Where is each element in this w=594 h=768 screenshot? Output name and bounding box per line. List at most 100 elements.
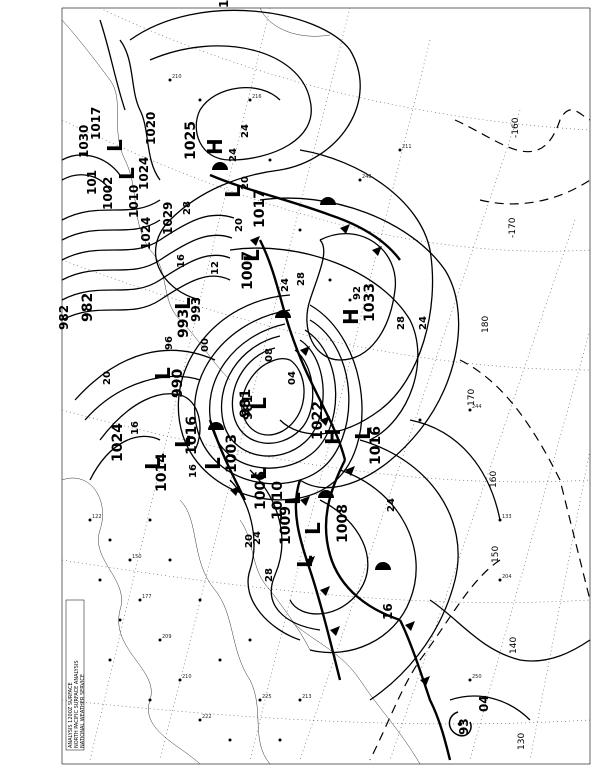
pressure-value: 1025: [183, 121, 199, 160]
thickness-label: 20: [240, 176, 251, 190]
longitude-label: 140: [509, 637, 519, 654]
warm-front-symbol: [212, 162, 228, 170]
low-pressure-center: L: [171, 297, 195, 310]
isobar-label: 1017: [89, 107, 103, 140]
low-pressure-center: L: [293, 555, 317, 568]
longitude-label: 160: [489, 471, 499, 488]
longitude-label: 180: [481, 316, 491, 333]
pressure-value: 1033: [362, 283, 378, 322]
svg-text:177: 177: [142, 594, 152, 600]
high-pressure-center: H: [321, 428, 345, 445]
pressure-value: 990: [170, 369, 186, 398]
isobars: [61, 9, 591, 721]
warm-front-symbol: [320, 197, 336, 205]
low-pressure-center: L: [151, 367, 175, 380]
fronts: [208, 173, 452, 761]
cold-front-symbol: [230, 486, 240, 496]
longitude-label: 130: [517, 733, 527, 750]
thickness-label: 92: [352, 286, 363, 300]
longitude-label: 150: [491, 546, 501, 563]
map-border: [61, 7, 591, 765]
isobar-label: 981: [241, 395, 255, 420]
pressure-value: 1008: [335, 504, 351, 543]
edge-label: 04: [477, 695, 491, 712]
svg-text:222: 222: [202, 714, 212, 720]
isobar-label: 1030: [77, 125, 91, 158]
edge-labels: 16 16 93 04: [217, 0, 491, 735]
svg-text:213: 213: [302, 694, 312, 700]
cold-front-symbol: [372, 246, 382, 256]
pressure-value: 1016: [368, 426, 384, 465]
warm-front-symbol: [275, 310, 291, 318]
thickness-label: 24: [418, 316, 429, 330]
cold-front-symbol: [305, 556, 315, 566]
pressure-value: 1007: [240, 251, 256, 290]
pressure-values: 1025 1033 1022 981 1008 1007 1017 1016 1…: [80, 121, 384, 545]
low-pressure-center: L: [141, 457, 165, 470]
isobar-label: 1010: [127, 185, 141, 218]
low-pressure-center: L: [103, 139, 127, 152]
isobar-label: 982: [57, 305, 71, 330]
low-pressure-center: L: [351, 427, 375, 440]
svg-text:122: 122: [92, 514, 102, 520]
cold-front-symbol: [320, 586, 330, 596]
svg-text:250: 250: [472, 674, 482, 680]
map-title: NORTH PACIFIC SURFACE ANALYSIS: [74, 661, 80, 749]
low-pressure-center: L: [171, 435, 195, 448]
isobar-label: 993: [189, 297, 203, 322]
thickness-label: 20: [102, 371, 113, 385]
isobar-label: 1002: [101, 177, 115, 210]
thickness-label: 16: [188, 464, 199, 478]
thickness-labels: 24 24 20 28 20 16 12 24 28 24 28 08 04 0…: [102, 124, 429, 582]
thickness-label: 28: [296, 272, 307, 286]
thickness-label: 04: [287, 371, 298, 385]
coastlines: [61, 7, 421, 765]
low-pressure-center: L: [240, 249, 264, 262]
thickness-label: 24: [280, 278, 291, 292]
pressure-value: 1010: [270, 481, 286, 520]
thickness-label: 16: [130, 421, 141, 435]
lat-lon-grid: [61, 7, 591, 761]
thickness-lines: [369, 109, 591, 761]
edge-label: 16: [381, 603, 395, 620]
low-pressure-center: L: [221, 185, 245, 198]
isobar-label: 1020: [144, 112, 158, 145]
thickness-label: 00: [200, 338, 211, 352]
svg-text:210: 210: [172, 74, 182, 80]
svg-text:244: 244: [472, 404, 482, 410]
svg-text:216: 216: [252, 94, 262, 100]
low-pressure-center: L: [247, 467, 271, 480]
warm-front-symbol: [375, 562, 391, 570]
pressure-value: 1009: [278, 506, 294, 545]
pressure-value: 982: [80, 293, 96, 322]
warm-front-symbol: [318, 490, 334, 498]
svg-text:204: 204: [502, 574, 512, 580]
thickness-label: 96: [164, 336, 175, 350]
isobar-label: 1024: [137, 157, 151, 190]
pressure-value: 1017: [252, 189, 268, 228]
thickness-label: 28: [396, 316, 407, 330]
longitude-label: -170: [508, 217, 518, 238]
thickness-label: 28: [182, 201, 193, 215]
pressure-value: 1003: [224, 434, 240, 473]
low-pressure-center: L: [201, 457, 225, 470]
svg-text:225: 225: [262, 694, 272, 700]
pressure-value: 981: [238, 389, 254, 418]
svg-text:209: 209: [162, 634, 172, 640]
thickness-label: 12: [210, 261, 221, 275]
warm-front-symbol: [208, 422, 224, 430]
edge-label: 16: [217, 0, 231, 8]
thickness-label: 24: [228, 148, 239, 162]
thickness-label: 24: [386, 498, 397, 512]
cold-front-symbol: [330, 626, 340, 636]
longitude-label: -160: [511, 117, 521, 138]
thickness-label: 08: [264, 348, 275, 362]
low-pressure-center: L: [247, 397, 271, 410]
cold-front-symbol: [250, 236, 260, 246]
thickness-label: 24: [252, 531, 263, 545]
cold-front-symbol: [420, 676, 430, 686]
thickness-label: 24: [240, 124, 251, 138]
low-pressure-center: L: [115, 167, 139, 180]
